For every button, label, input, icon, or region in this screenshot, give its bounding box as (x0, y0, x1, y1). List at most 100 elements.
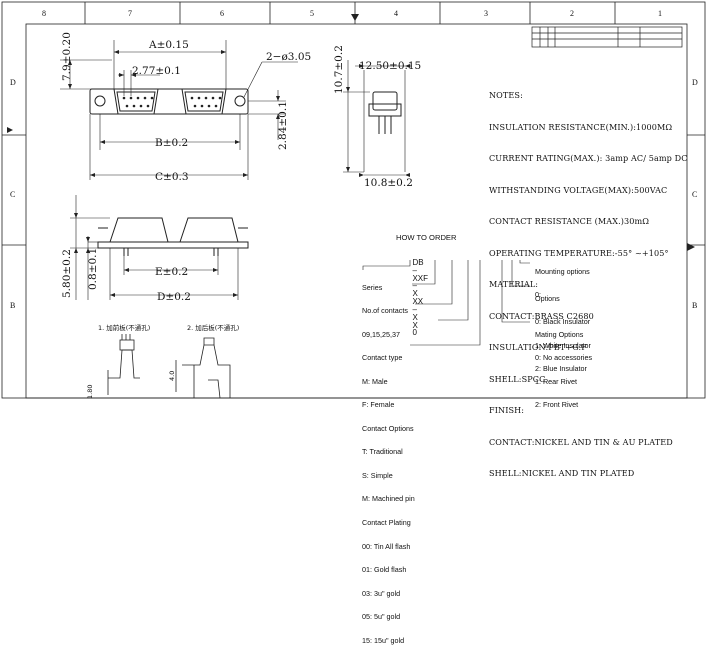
order-line: S: Simple (362, 470, 393, 480)
zone-markers (7, 14, 695, 251)
note-line: INSULATION:PBT+G.F (489, 342, 587, 352)
zone-2: 2 (570, 9, 574, 18)
order-line: Options (535, 293, 560, 303)
code-contacts: XX (412, 273, 424, 283)
order-line: 03: 3u" gold (362, 588, 401, 598)
order-line: 0: (535, 290, 541, 300)
front-pins (122, 96, 222, 108)
front-dim-text: A±0.15 2.77±0.1 2−ø3.05 B±0.2 C±0.3 7.9±… (61, 32, 311, 183)
note-line: CONTACT RESISTANCE (MAX.)30mΩ (489, 216, 650, 226)
note-line: CURRENT RATING(MAX.): 3amp AC/ 5amp DC (489, 153, 688, 163)
order-line: M: Machined pin (362, 494, 415, 504)
order-line: Series (362, 282, 383, 292)
dim-pitch: 2.77±0.1 (132, 65, 181, 77)
order-line: Contact type (362, 353, 403, 363)
code-type: F (423, 273, 429, 283)
order-colors: Options 0: Black Insulator 1: White Insu… (535, 279, 591, 381)
dim-a: A±0.15 (148, 39, 189, 51)
zone-6: 6 (220, 9, 224, 18)
note-line: SHELL:SPCC (489, 373, 546, 384)
order-line: 0: Black Insulator (535, 317, 591, 327)
side-dim-text: 12.50±0.15 10.7±0.2 10.8±0.2 (333, 45, 421, 189)
dim-v-low-2: 0.8±0.1 (87, 248, 99, 290)
order-line: 2: Front Rivet (535, 400, 579, 410)
order-line: 15: 15u" gold (362, 635, 405, 645)
dim-v-top: 7.9±0.20 (61, 32, 73, 81)
order-leaders (362, 260, 530, 346)
zone-8: 8 (42, 9, 46, 18)
dim-side-bottom: 10.8±0.2 (364, 177, 413, 189)
side-dims (343, 60, 412, 176)
zone-3: 3 (484, 9, 488, 18)
order-line: 1: White Insulator (535, 340, 591, 350)
sketches (107, 334, 231, 399)
zone-c: C (10, 190, 15, 199)
note-line: FINISH: (489, 405, 525, 415)
front-dims (60, 40, 298, 180)
zone-b: B (10, 301, 15, 310)
order-line: No.of contacts (362, 306, 408, 316)
zone-labels: 8 7 6 5 4 3 2 1 D C B D C B (10, 9, 698, 310)
code-prefix: DB (412, 257, 424, 267)
note-line: OPERATING TEMPERATURE:-55° ~+105° (489, 247, 669, 258)
zone-7: 7 (128, 9, 132, 18)
order-line: T: Traditional (362, 447, 403, 457)
dim-c: C±0.3 (155, 171, 189, 183)
sketch-dim-1: 1.80 (86, 385, 94, 399)
dim-side-width: 12.50±0.15 (359, 60, 421, 72)
order-left-list: Series No.of contacts 09,15,25,37 Contac… (362, 268, 415, 652)
front-view (89, 88, 249, 115)
side-view (368, 91, 402, 134)
order-line: 05: 5u" gold (362, 612, 401, 622)
note-line: INSULATION RESISTANCE(MIN.):1000MΩ (489, 121, 673, 132)
code-mounting: 0 (412, 328, 417, 338)
sketch-dim-2: 4.0 (168, 371, 176, 381)
sketch-label-1: 1. 加前板(不通孔) (98, 323, 150, 332)
drawing-canvas: 8 7 6 5 4 3 2 1 D C B D C B (1, 1, 706, 399)
order-line: Contact Plating (362, 518, 411, 527)
order-mating: Mating Options 0: No accessories 1: Rear… (535, 315, 592, 417)
dim-hole: 2−ø3.05 (266, 51, 311, 63)
code-dash: – (412, 281, 417, 291)
profile-arrows (74, 213, 238, 297)
code-mating: X (412, 312, 418, 322)
revision-block (531, 26, 683, 48)
order-line: 2: Blue Insulator (535, 364, 587, 374)
profile-dim-text: E±0.2 D±0.2 5.80±0.2 0.8±0.1 (61, 248, 191, 303)
note-line: MATERIAL: (489, 279, 539, 289)
zone-d: D (10, 78, 16, 87)
zone-1: 1 (658, 9, 662, 18)
order-title: HOW TO ORDER (396, 233, 457, 242)
sketch-label-2: 2. 加后板(不通孔) (187, 323, 239, 332)
code-dash: – (412, 304, 417, 314)
note-line: CONTACT:BRASS C2680 (489, 310, 594, 321)
notes-title: NOTES: (489, 90, 523, 100)
code-options: X (412, 289, 418, 299)
dim-d: D±0.2 (157, 291, 191, 303)
dim-e: E±0.2 (155, 266, 188, 278)
dim-b: B±0.2 (155, 137, 188, 149)
order-line: 0: No accessories (535, 353, 593, 363)
code-dash: – (412, 265, 417, 275)
order-line: Contact Options (362, 423, 414, 433)
order-line: 1: Rear Rivet (535, 376, 577, 386)
order-line: M: Male (362, 376, 388, 386)
dim-side-height: 10.7±0.2 (333, 45, 345, 94)
code-plating: XX (412, 297, 424, 307)
dim-v-low-1: 5.80±0.2 (61, 249, 73, 298)
zone-c-right: C (692, 190, 697, 199)
profile-dims (70, 195, 239, 300)
side-arrows (346, 64, 410, 177)
front-arrows (68, 50, 280, 177)
zone-d-right: D (692, 78, 698, 87)
order-line: 09,15,25,37 (362, 329, 400, 339)
note-line: CONTACT:NICKEL AND TIN & AU PLATED (489, 436, 673, 447)
sketch-labels: 1. 加前板(不通孔) 2. 加后板(不通孔) 1.80 4.0 (86, 323, 239, 399)
note-line: SHELL:NICKEL AND TIN PLATED (489, 468, 635, 478)
zone-4: 4 (394, 9, 398, 18)
order-line: Mounting options (535, 266, 590, 276)
title-frame (1, 1, 706, 399)
notes-block: NOTES: INSULATION RESISTANCE(MIN.):1000M… (489, 69, 699, 489)
order-code: DB – XXF – X XX – X X 0 (404, 251, 428, 337)
